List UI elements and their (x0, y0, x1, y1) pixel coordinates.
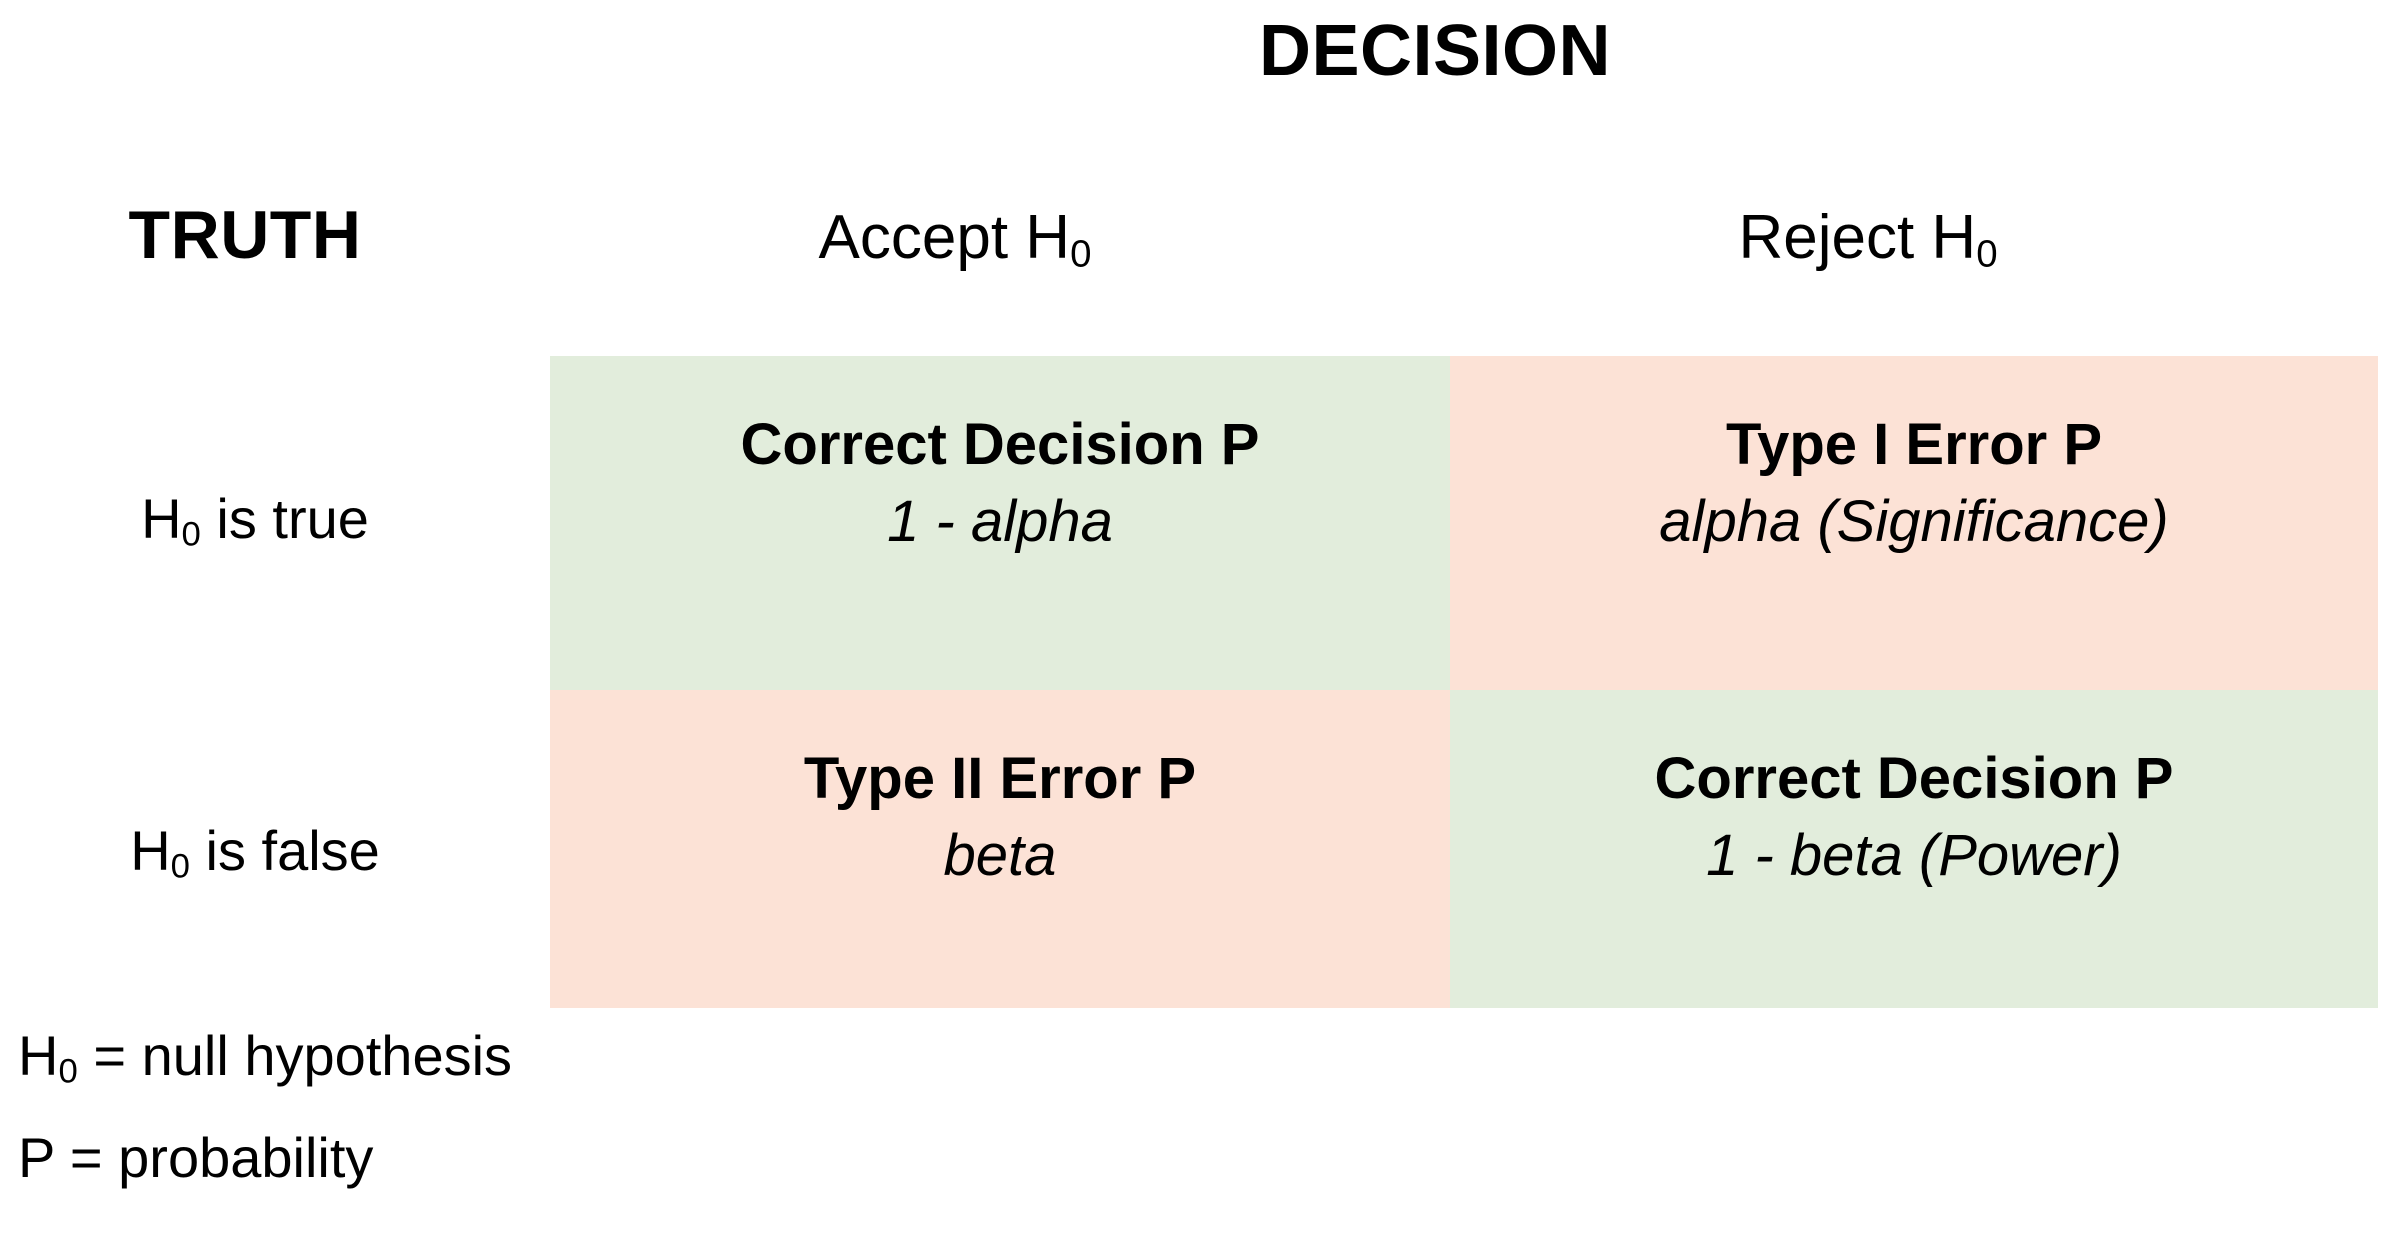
matrix-cell-false-accept-probability: beta (943, 822, 1057, 888)
decision-matrix: Correct Decision P 1 - alpha Type I Erro… (550, 356, 2378, 1008)
matrix-cell-false-reject-outcome: Correct Decision P (1654, 746, 2174, 811)
column-header-reject-h0-subscript: 0 (1976, 232, 1998, 276)
column-header-reject-h0-text: Reject H (1738, 203, 1977, 272)
legend-item-h0-prefix: H (18, 1024, 59, 1087)
matrix-cell-false-reject: Correct Decision P 1 - beta (Power) (1450, 690, 2378, 1008)
matrix-cell-true-accept: Correct Decision P 1 - alpha (550, 356, 1450, 690)
legend-item-h0-suffix: = null hypothesis (77, 1024, 513, 1087)
row-header-h0-is-false-subscript: 0 (170, 847, 190, 886)
row-header-h0-is-false-prefix: H (130, 819, 171, 882)
row-header-h0-is-false-suffix: is false (189, 819, 380, 882)
legend-item-h0-subscript: 0 (58, 1052, 78, 1091)
legend-item-p-suffix: = probability (54, 1126, 374, 1189)
row-header-h0-is-true-subscript: 0 (181, 515, 201, 554)
matrix-cell-true-reject-probability: alpha (Significance) (1659, 488, 2169, 554)
column-header-accept-h0-text: Accept H (818, 203, 1071, 272)
row-header-h0-is-true: H0 is true (0, 487, 510, 552)
matrix-cell-true-accept-outcome: Correct Decision P (740, 412, 1260, 477)
matrix-cell-false-accept-outcome: Type II Error P (803, 746, 1197, 811)
page-title: DECISION (1258, 11, 1612, 91)
matrix-cell-false-accept: Type II Error P beta (550, 690, 1450, 1008)
column-header-reject-h0: Reject H0 (1568, 203, 2168, 273)
matrix-cell-true-accept-probability: 1 - alpha (887, 488, 1113, 554)
legend-item-p-prefix: P (18, 1126, 55, 1189)
legend-item-p: P = probability (18, 1130, 918, 1186)
row-axis-title: TRUTH (128, 197, 362, 273)
matrix-cell-false-reject-probability: 1 - beta (Power) (1706, 822, 2122, 888)
column-header-accept-h0-subscript: 0 (1070, 232, 1092, 276)
legend: H0 = null hypothesis P = probability (18, 1028, 918, 1232)
row-header-h0-is-true-suffix: is true (200, 487, 369, 550)
row-header-h0-is-true-prefix: H (141, 487, 182, 550)
row-header-h0-is-false: H0 is false (0, 819, 510, 884)
column-header-accept-h0: Accept H0 (655, 203, 1255, 273)
matrix-cell-true-reject: Type I Error P alpha (Significance) (1450, 356, 2378, 690)
matrix-cell-true-reject-outcome: Type I Error P (1725, 412, 2103, 477)
legend-item-h0: H0 = null hypothesis (18, 1028, 918, 1089)
